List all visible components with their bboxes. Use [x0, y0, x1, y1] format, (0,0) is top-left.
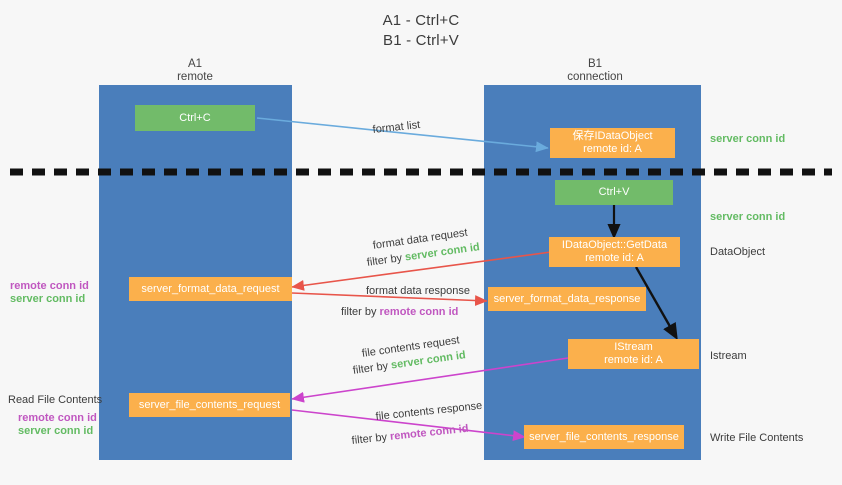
- node-getdata-label: IDataObject::GetData: [561, 239, 668, 251]
- node-server-format-data-response[interactable]: server_format_data_response: [488, 287, 646, 311]
- left-label-remote-conn-id-mid: remote conn id: [10, 280, 89, 292]
- node-istream[interactable]: IStream remote id: A: [568, 339, 699, 369]
- right-label-server-conn-id-mid: server conn id: [710, 211, 786, 223]
- left-label-server-conn-id-mid: server conn id: [10, 293, 86, 305]
- node-ctrl-c-label: Ctrl+C: [179, 111, 211, 124]
- node-istream-sub: remote id: A: [604, 354, 663, 366]
- node-ctrl-c[interactable]: Ctrl+C: [135, 105, 255, 131]
- diagram-title-line-2: B1 - Ctrl+V: [383, 32, 459, 49]
- node-server-file-contents-response-label: server_file_contents_response: [529, 430, 679, 443]
- column-header-b1: B1 connection: [530, 58, 660, 84]
- diagram-title-line-1: A1 - Ctrl+C: [382, 12, 460, 29]
- edge-label-format-data-response-filter: filter by remote conn id: [341, 305, 458, 319]
- column-header-b1-role: connection: [567, 71, 623, 83]
- node-save-idataobject-sub: remote id: A: [583, 143, 642, 155]
- node-server-format-data-request-label: server_format_data_request: [141, 282, 280, 295]
- node-server-format-data-request[interactable]: server_format_data_request: [129, 277, 292, 301]
- node-ctrl-v-label: Ctrl+V: [598, 186, 630, 198]
- node-getdata[interactable]: IDataObject::GetData remote id: A: [549, 237, 680, 267]
- left-label-read-file-contents: Read File Contents: [8, 394, 103, 406]
- column-header-a1-role: remote: [177, 71, 213, 83]
- right-label-server-conn-id-top: server conn id: [710, 133, 786, 145]
- node-server-format-data-response-label: server_format_data_response: [493, 292, 641, 305]
- node-server-file-contents-request-label: server_file_contents_request: [138, 398, 281, 411]
- edge-label-file-contents-response: file contents response: [375, 399, 483, 423]
- node-server-file-contents-response[interactable]: server_file_contents_response: [524, 425, 684, 449]
- node-ctrl-v[interactable]: Ctrl+V: [555, 180, 673, 205]
- filter-prefix: filter by: [341, 306, 380, 318]
- right-label-write-file-contents: Write File Contents: [710, 432, 804, 444]
- edge-label-format-list: format list: [372, 119, 421, 136]
- node-istream-label: IStream: [614, 341, 653, 353]
- right-label-data-object: DataObject: [710, 246, 766, 258]
- column-header-a1: A1 remote: [130, 58, 260, 84]
- right-label-istream: Istream: [710, 350, 747, 362]
- filter-token-remote-conn-id: remote conn id: [379, 306, 459, 318]
- node-save-idataobject-label: 保存IDataObject: [572, 130, 653, 142]
- column-header-b1-name: B1: [587, 58, 603, 70]
- node-server-file-contents-request[interactable]: server_file_contents_request: [129, 393, 290, 417]
- filter-prefix: filter by: [366, 251, 406, 269]
- edge-label-file-contents-response-filter: filter by remote conn id: [351, 422, 469, 448]
- left-label-server-conn-id-bottom: server conn id: [18, 425, 94, 437]
- node-save-idataobject[interactable]: 保存IDataObject remote id: A: [550, 128, 675, 158]
- edge-label-format-data-response: format data response: [366, 285, 470, 297]
- filter-token-remote-conn-id: remote conn id: [389, 422, 470, 443]
- column-header-a1-name: A1: [187, 58, 203, 70]
- filter-prefix: filter by: [352, 359, 392, 377]
- node-getdata-sub: remote id: A: [585, 252, 644, 264]
- left-label-remote-conn-id-bottom: remote conn id: [18, 412, 97, 424]
- filter-prefix: filter by: [351, 430, 391, 447]
